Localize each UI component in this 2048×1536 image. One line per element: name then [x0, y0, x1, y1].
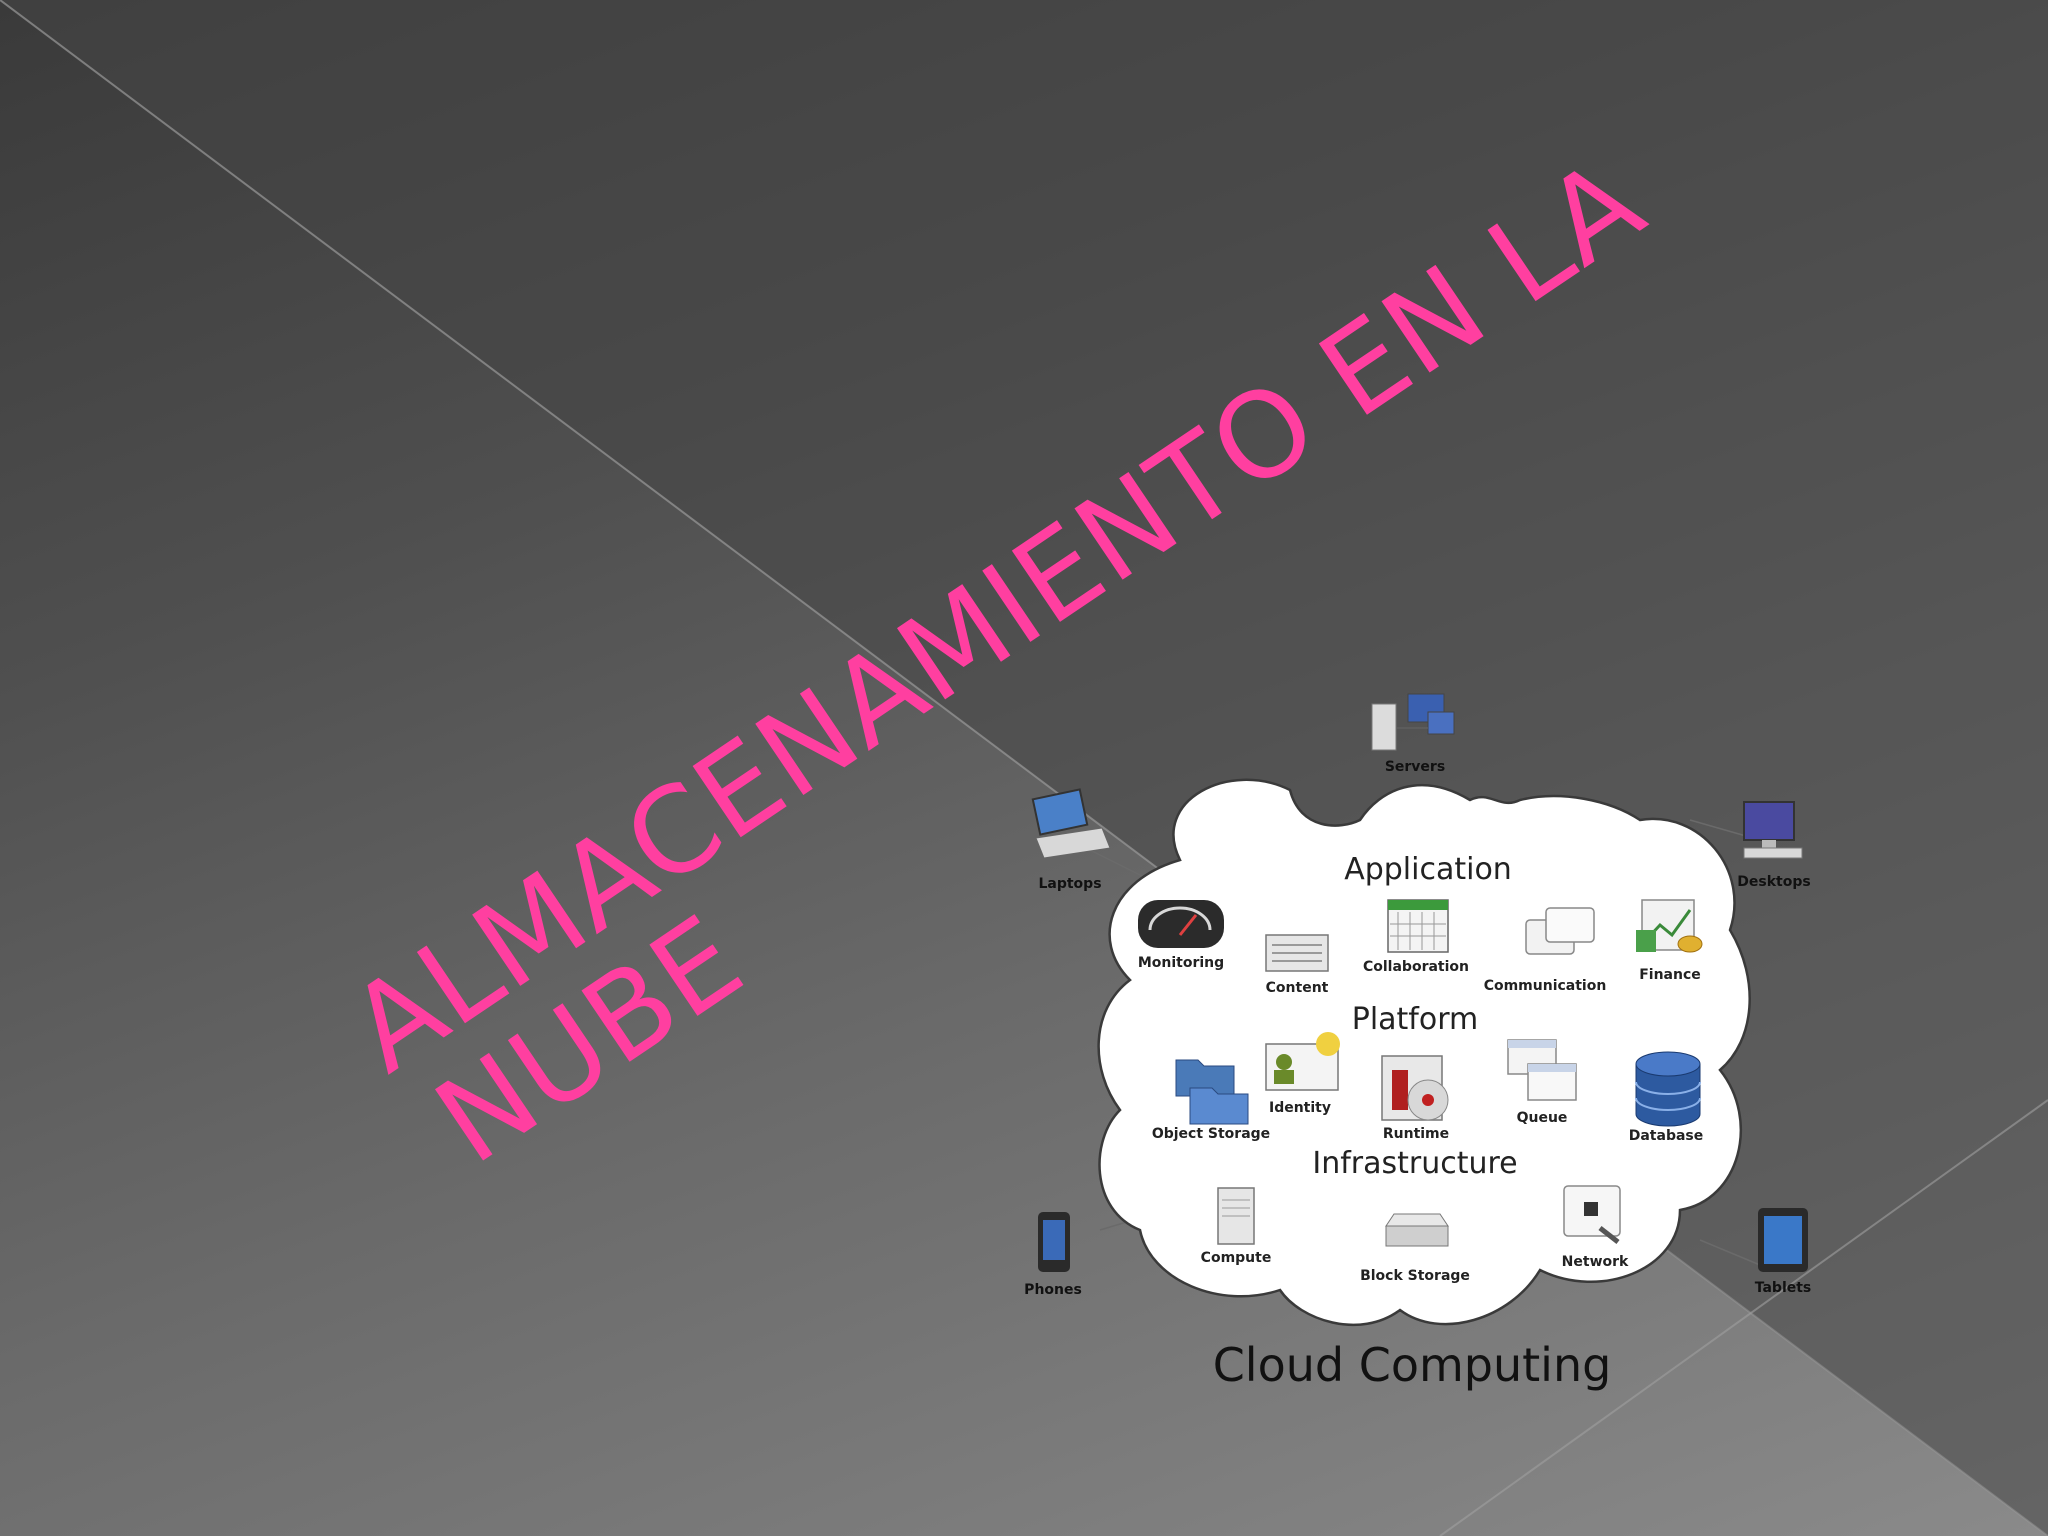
runtime-icon	[1381, 1055, 1449, 1121]
layer-infrastructure: Infrastructure	[1312, 1146, 1518, 1181]
label-queue: Queue	[1516, 1110, 1568, 1126]
label-tablets: Tablets	[1754, 1280, 1812, 1296]
label-phones: Phones	[1024, 1282, 1082, 1298]
label-compute: Compute	[1200, 1250, 1272, 1266]
label-block-storage: Block Storage	[1360, 1268, 1470, 1284]
label-servers: Servers	[1384, 759, 1446, 775]
phone-icon	[1038, 1212, 1070, 1272]
diagram-caption: Cloud Computing	[1212, 1338, 1612, 1392]
object-storage-icon	[1175, 1059, 1249, 1125]
label-communication: Communication	[1483, 978, 1607, 994]
finance-icon	[1636, 899, 1703, 953]
label-database: Database	[1628, 1128, 1704, 1144]
identity-icon	[1265, 1032, 1340, 1091]
label-laptops: Laptops	[1038, 876, 1102, 892]
label-desktops: Desktops	[1737, 874, 1811, 890]
desktop-icon	[1743, 801, 1803, 859]
label-network: Network	[1561, 1254, 1629, 1270]
collaboration-icon	[1387, 899, 1449, 953]
content-icon	[1265, 934, 1329, 972]
compute-icon	[1217, 1187, 1255, 1245]
label-collaboration: Collaboration	[1362, 959, 1470, 975]
database-icon	[1635, 1051, 1701, 1127]
label-content: Content	[1265, 980, 1329, 996]
servers-icon	[1371, 693, 1455, 751]
monitoring-icon	[1138, 900, 1224, 948]
label-object-storage: Object Storage	[1151, 1126, 1271, 1142]
laptop-icon	[1031, 788, 1111, 859]
layer-application: Application	[1344, 852, 1512, 887]
layer-platform: Platform	[1351, 1002, 1479, 1037]
label-identity: Identity	[1268, 1100, 1332, 1116]
label-runtime: Runtime	[1382, 1126, 1450, 1142]
label-finance: Finance	[1639, 967, 1701, 983]
queue-icon	[1507, 1039, 1577, 1101]
communication-icon	[1525, 907, 1595, 955]
label-monitoring: Monitoring	[1137, 955, 1225, 971]
block-storage-icon	[1385, 1213, 1449, 1247]
network-icon	[1563, 1185, 1621, 1244]
tablet-icon	[1758, 1208, 1808, 1272]
